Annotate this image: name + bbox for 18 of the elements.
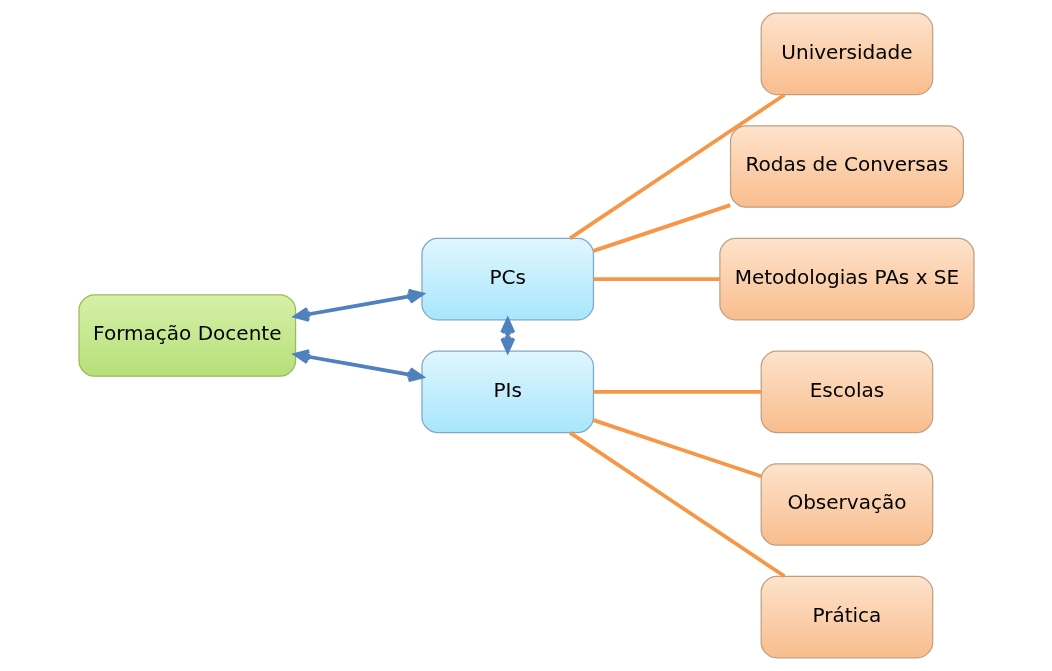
node-box: PIs — [420, 350, 594, 434]
arrow — [499, 318, 515, 353]
connector — [592, 418, 762, 478]
node-box: Metodologias PAs x SE — [718, 237, 975, 321]
connector — [593, 277, 720, 282]
arrow — [293, 288, 424, 322]
node-box: Escolas — [760, 350, 933, 434]
connector — [568, 93, 786, 240]
connector — [593, 389, 761, 394]
node-box: PCs — [420, 237, 594, 321]
node-box: Rodas de Conversas — [729, 125, 964, 208]
node-box: Formação Docente — [77, 294, 296, 377]
connector — [568, 431, 786, 578]
arrow — [293, 349, 424, 383]
node-box: Prática — [760, 575, 933, 659]
connector — [592, 203, 731, 253]
node-box: Universidade — [760, 12, 933, 96]
node-box: Observação — [760, 463, 933, 546]
